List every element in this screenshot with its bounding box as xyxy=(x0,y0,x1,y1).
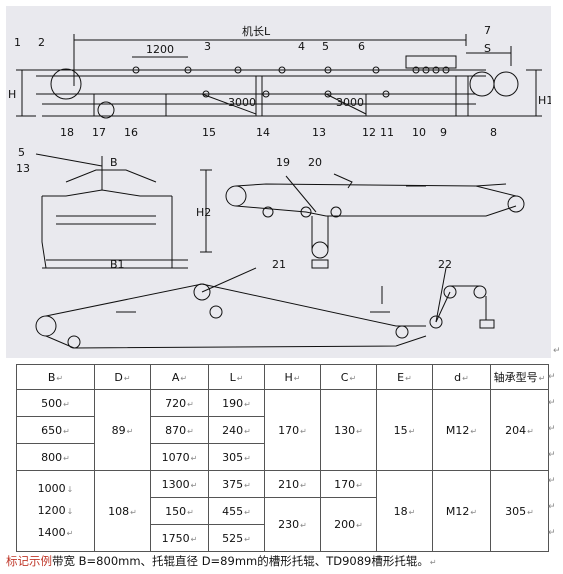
dim-machine-length: 机长L xyxy=(242,24,271,38)
callout-section-5: 5 xyxy=(18,146,25,159)
paragraph-mark: ↵ xyxy=(553,346,561,356)
col-header-a: A↵ xyxy=(150,364,209,390)
callout-17: 17 xyxy=(92,126,106,139)
cell-l: 455↵ xyxy=(208,497,265,525)
col-header-d: D↵ xyxy=(94,364,151,390)
cell-c: 200↵ xyxy=(320,497,377,552)
cell-bearing: 204↵ xyxy=(490,389,549,471)
table-row: 800↵ 1070↵ 305↵ xyxy=(16,443,549,471)
callout-16: 16 xyxy=(124,126,138,139)
cell-bearing: 305↵ xyxy=(490,470,549,552)
callout-21: 21 xyxy=(272,258,286,271)
dim-3000-a: 3000 xyxy=(228,96,256,109)
col-header-c: C↵ xyxy=(320,364,377,390)
conveyor-drawing-svg: 机长L 1200 3000 3000 S H H1 H2 B B1 1 2 3 … xyxy=(8,24,551,349)
col-header-d-thread: d↵ xyxy=(432,364,491,390)
col-header-l: L↵ xyxy=(208,364,265,390)
callout-11: 11 xyxy=(380,126,394,139)
cell-b: 800↵ xyxy=(16,443,95,471)
dim-1200: 1200 xyxy=(146,43,174,56)
cell-a: 1300↵ xyxy=(150,470,209,498)
cell-d: 108↵ xyxy=(94,470,151,552)
cell-e: 18↵ xyxy=(376,470,433,552)
col-header-bearing: 轴承型号↵ xyxy=(490,364,549,390)
dim-h1: H1 xyxy=(538,94,551,107)
cell-b-multi: 1000↓ 1200↓ 1400↵ xyxy=(16,470,95,552)
table-row: 500↵ 89↵ 720↵ 190↵ 170↵ 130↵ 15↵ M12↵ 20… xyxy=(16,389,549,471)
cell-a: 1070↵ xyxy=(150,443,209,471)
callout-5: 5 xyxy=(322,40,329,53)
cell-l: 375↵ xyxy=(208,470,265,498)
table-row: 1000↓ 1200↓ 1400↵ 108↵ 1300↵ 375↵ 210↵ 1… xyxy=(16,470,549,552)
callout-22: 22 xyxy=(438,258,452,271)
callout-1: 1 xyxy=(14,36,21,49)
callout-15: 15 xyxy=(202,126,216,139)
callout-18: 18 xyxy=(60,126,74,139)
table-header-row: B↵ D↵ A↵ L↵ H↵ C↵ E↵ d↵ 轴承型号↵ xyxy=(16,364,549,390)
callout-20: 20 xyxy=(308,156,322,169)
dim-b1: B1 xyxy=(110,258,125,271)
paragraph-mark: ↵ xyxy=(548,528,556,538)
paragraph-mark: ↵ xyxy=(548,424,556,434)
paragraph-mark: ↵ xyxy=(548,398,556,408)
cell-c: 170↵ xyxy=(320,470,377,498)
callout-19: 19 xyxy=(276,156,290,169)
callout-6: 6 xyxy=(358,40,365,53)
cell-a: 720↵ xyxy=(150,389,209,417)
callout-2: 2 xyxy=(38,36,45,49)
callout-10: 10 xyxy=(412,126,426,139)
cell-a: 1750↵ xyxy=(150,524,209,552)
cell-h: 230↵ xyxy=(264,497,321,552)
paragraph-mark: ↵ xyxy=(548,476,556,486)
dim-h2: H2 xyxy=(196,206,211,219)
caption-text: 带宽 B=800mm、托辊直径 D=89mm的槽形托辊、TD9089槽形托辊。 xyxy=(52,554,429,568)
callout-section-13: 13 xyxy=(16,162,30,175)
dim-b: B xyxy=(110,156,118,169)
cell-l: 190↵ xyxy=(208,389,265,417)
idler-spec-table: B↵ D↵ A↵ L↵ H↵ C↵ E↵ d↵ 轴承型号↵ 500↵ 89↵ 7… xyxy=(16,364,549,552)
cell-b: 500↵ xyxy=(16,389,95,417)
col-header-h: H↵ xyxy=(264,364,321,390)
cell-d-thread: M12↵ xyxy=(432,470,491,552)
cell-a: 870↵ xyxy=(150,416,209,444)
callout-12: 12 xyxy=(362,126,376,139)
col-header-b: B↵ xyxy=(16,364,95,390)
dim-3000-b: 3000 xyxy=(336,96,364,109)
col-header-e: E↵ xyxy=(376,364,433,390)
cell-a: 150↵ xyxy=(150,497,209,525)
callout-14: 14 xyxy=(256,126,270,139)
cell-h: 210↵ xyxy=(264,470,321,498)
paragraph-mark: ↵ xyxy=(548,450,556,460)
callout-7: 7 xyxy=(484,24,491,37)
caption-tag: 标记示例 xyxy=(6,554,52,568)
dim-s: S xyxy=(484,42,491,55)
cell-l: 525↵ xyxy=(208,524,265,552)
cell-h: 170↵ xyxy=(264,389,321,471)
callout-13: 13 xyxy=(312,126,326,139)
callout-4: 4 xyxy=(298,40,305,53)
callout-8: 8 xyxy=(490,126,497,139)
paragraph-mark: ↵ xyxy=(548,372,556,382)
callout-3: 3 xyxy=(204,40,211,53)
cell-b: 650↵ xyxy=(16,416,95,444)
cell-e: 15↵ xyxy=(376,389,433,471)
conveyor-drawing: 机长L 1200 3000 3000 S H H1 H2 B B1 1 2 3 … xyxy=(6,6,551,358)
marking-example-caption: 标记示例带宽 B=800mm、托辊直径 D=89mm的槽形托辊、TD9089槽形… xyxy=(6,554,437,568)
cell-d: 89↵ xyxy=(94,389,151,471)
table-row: 1750↵ 525↵ xyxy=(17,524,549,552)
paragraph-mark: ↵ xyxy=(548,502,556,512)
callout-9: 9 xyxy=(440,126,447,139)
cell-d-thread: M12↵ xyxy=(432,389,491,471)
cell-l: 305↵ xyxy=(208,443,265,471)
table-row: 150↵ 455↵ 230↵ 200↵ xyxy=(17,497,549,552)
cell-l: 240↵ xyxy=(208,416,265,444)
cell-c: 130↵ xyxy=(320,389,377,471)
dim-h: H xyxy=(8,88,16,101)
